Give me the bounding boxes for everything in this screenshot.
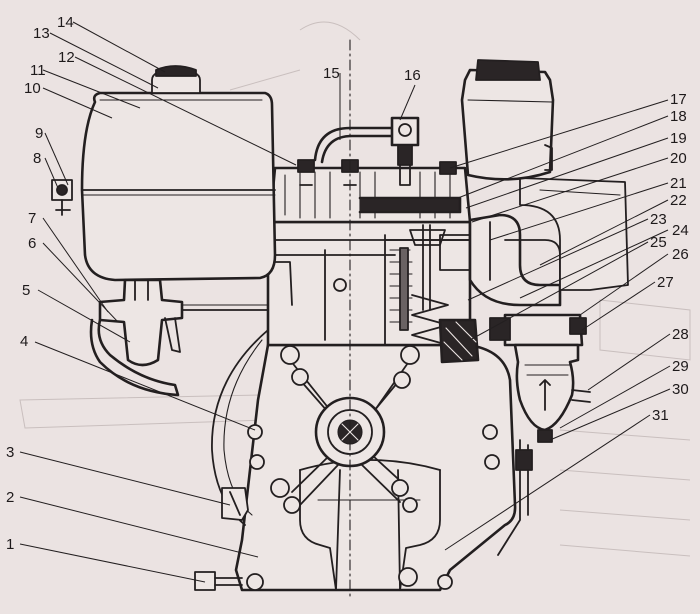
callout-31: 31 [652, 407, 669, 424]
callout-21: 21 [670, 175, 687, 192]
fuel-pipe [181, 304, 269, 311]
spark-plug-lead [313, 116, 420, 186]
callout-1: 1 [6, 536, 14, 553]
right-housing [519, 177, 629, 291]
callout-6: 6 [28, 235, 36, 252]
callout-14: 14 [57, 14, 74, 31]
callout-10: 10 [24, 80, 41, 97]
carburetor [489, 313, 591, 556]
callout-12: 12 [58, 49, 75, 66]
callout-13: 13 [33, 25, 50, 42]
callout-3: 3 [6, 444, 14, 461]
callout-18: 18 [670, 108, 687, 125]
callout-30: 30 [672, 381, 689, 398]
crankcase [234, 343, 517, 592]
callout-15: 15 [323, 65, 340, 82]
callout-9: 9 [35, 125, 43, 142]
cylinder-head [268, 166, 472, 224]
callout-28: 28 [672, 326, 689, 343]
tank-mount [51, 179, 73, 216]
callout-29: 29 [672, 358, 689, 375]
callout-16: 16 [404, 67, 421, 84]
callout-2: 2 [6, 489, 14, 506]
callout-5: 5 [22, 282, 30, 299]
callout-11: 11 [30, 62, 46, 79]
manifold [439, 213, 562, 307]
callout-25: 25 [650, 234, 667, 251]
base-mount [194, 571, 243, 591]
callout-22: 22 [670, 192, 687, 209]
air-filter-cup [460, 59, 555, 181]
fuel-cock [89, 278, 184, 397]
callout-19: 19 [670, 130, 687, 147]
callout-17: 17 [670, 91, 687, 108]
fuel-tank [80, 65, 277, 282]
callout-8: 8 [33, 150, 41, 167]
callout-23: 23 [650, 211, 667, 228]
callout-7: 7 [28, 210, 36, 227]
cylinder-fins [384, 239, 471, 346]
callout-4: 4 [20, 333, 28, 350]
callout-labels: 1 2 3 4 5 6 7 8 9 10 11 12 13 14 15 16 1… [6, 14, 689, 553]
callout-24: 24 [672, 222, 689, 239]
callout-27: 27 [657, 274, 674, 291]
leader-lines [19, 21, 671, 583]
lower-bracket [221, 487, 249, 521]
callout-20: 20 [670, 150, 687, 167]
callout-26: 26 [672, 246, 689, 263]
